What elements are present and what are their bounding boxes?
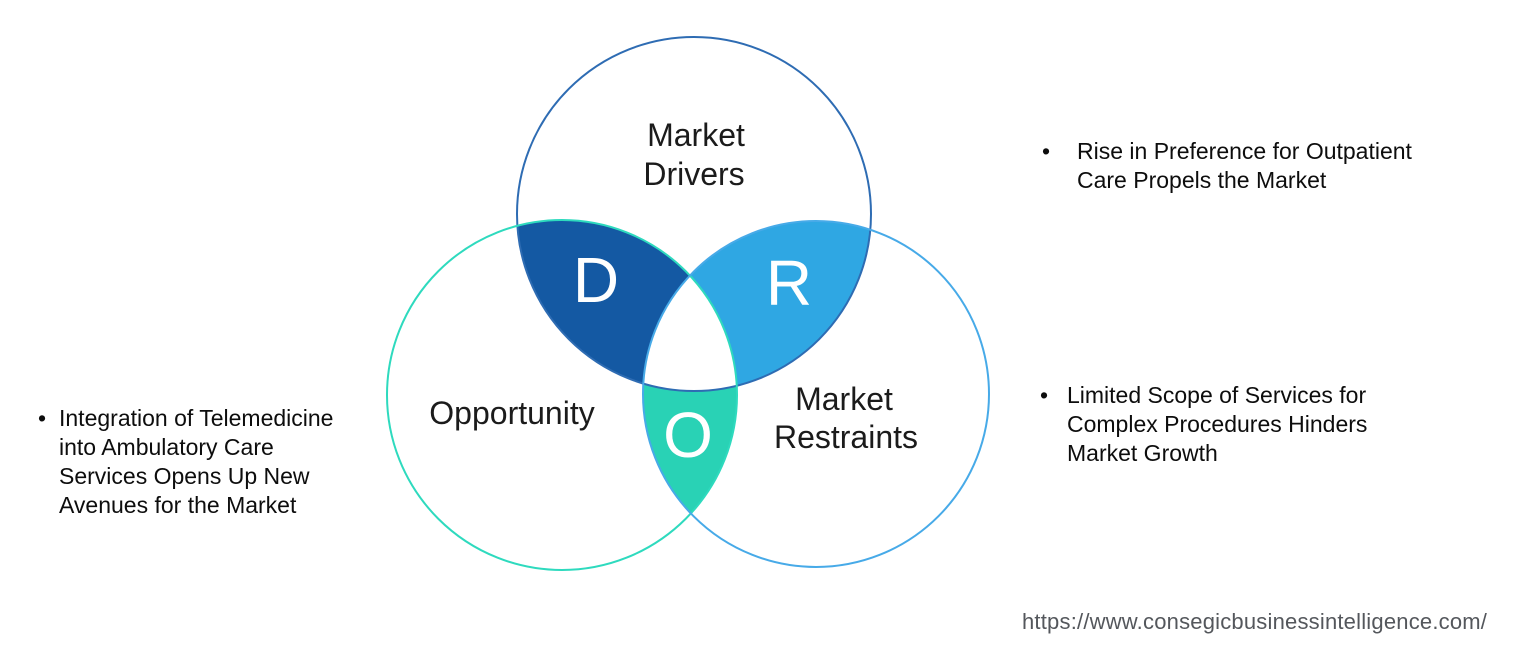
note-line: Services Opens Up New [59, 463, 310, 489]
note-line: Avenues for the Market [59, 492, 297, 518]
drivers-restraints-overlap-fill [643, 221, 871, 391]
restraints-label-line1: Market [795, 381, 893, 417]
drivers-letter: D [573, 244, 619, 316]
driver-note: • Rise in Preference for Outpatient Care… [1042, 137, 1412, 195]
note-line: Complex Procedures Hinders [1067, 411, 1368, 437]
drivers-label-line1: Market [647, 117, 745, 153]
drivers-opportunity-overlap [517, 220, 737, 391]
drivers-restraints-overlap [643, 221, 871, 391]
restraints-letter: R [766, 247, 812, 319]
bullet-icon: • [1042, 138, 1051, 164]
source-url: https://www.consegicbusinessintelligence… [1022, 609, 1488, 634]
note-line: into Ambulatory Care [59, 434, 274, 460]
opportunity-note: • Integration of Telemedicine into Ambul… [38, 404, 333, 520]
note-line: Integration of Telemedicine [59, 405, 334, 431]
opportunity-label: Opportunity [429, 395, 594, 431]
bullet-icon: • [1040, 382, 1049, 408]
note-line: Rise in Preference for Outpatient [1077, 138, 1412, 164]
note-line: Limited Scope of Services for [1067, 382, 1367, 408]
restraint-note: • Limited Scope of Services for Complex … [1040, 381, 1367, 468]
bullet-icon: • [38, 405, 47, 431]
note-line: Market Growth [1067, 440, 1218, 466]
opportunity-note-text: Integration of Telemedicine into Ambulat… [59, 404, 333, 520]
driver-note-text: Rise in Preference for Outpatient Care P… [1077, 137, 1412, 195]
restraints-label-line2: Restraints [774, 419, 918, 455]
restraint-note-text: Limited Scope of Services for Complex Pr… [1067, 381, 1367, 468]
opportunity-circle [386, 219, 738, 571]
note-line: Care Propels the Market [1077, 167, 1327, 193]
drivers-circle [516, 36, 872, 392]
restraints-circle [642, 220, 990, 568]
opportunity-letter: O [663, 399, 713, 471]
drivers-label-line2: Drivers [643, 156, 744, 192]
drivers-opportunity-overlap-fill [517, 220, 737, 391]
